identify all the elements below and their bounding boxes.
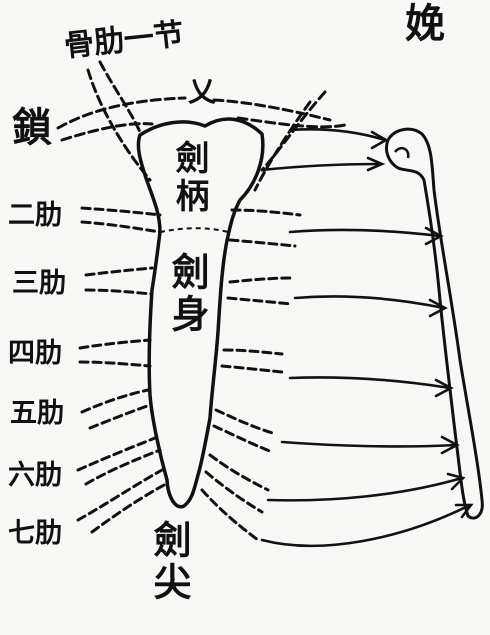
rib-3-label: 三肋 xyxy=(12,270,66,297)
right-costal-strip xyxy=(386,129,482,518)
sternum-tip-label: 劍尖 xyxy=(150,520,188,604)
rib-2-label: 二肋 xyxy=(8,202,62,229)
rib-5-label: 五肋 xyxy=(10,400,64,427)
right-rib-dashes xyxy=(202,210,300,540)
clavicle-label: 鎖 xyxy=(12,108,52,148)
rib-7-label: 七肋 xyxy=(8,520,62,547)
right-costal-hook xyxy=(395,148,408,158)
sternum-body-label: 劍身 xyxy=(168,252,206,336)
manubrium-label: 劍柄 xyxy=(172,140,206,216)
rib-arrows xyxy=(262,228,471,546)
cross-label: 乂 xyxy=(188,78,216,106)
left-rib-dashes xyxy=(78,208,166,532)
manubrium-body-junction xyxy=(160,228,228,232)
title-label: 娩 xyxy=(405,4,445,44)
rib-4-label: 四肋 xyxy=(8,340,62,367)
rib-6-label: 六肋 xyxy=(8,462,62,489)
